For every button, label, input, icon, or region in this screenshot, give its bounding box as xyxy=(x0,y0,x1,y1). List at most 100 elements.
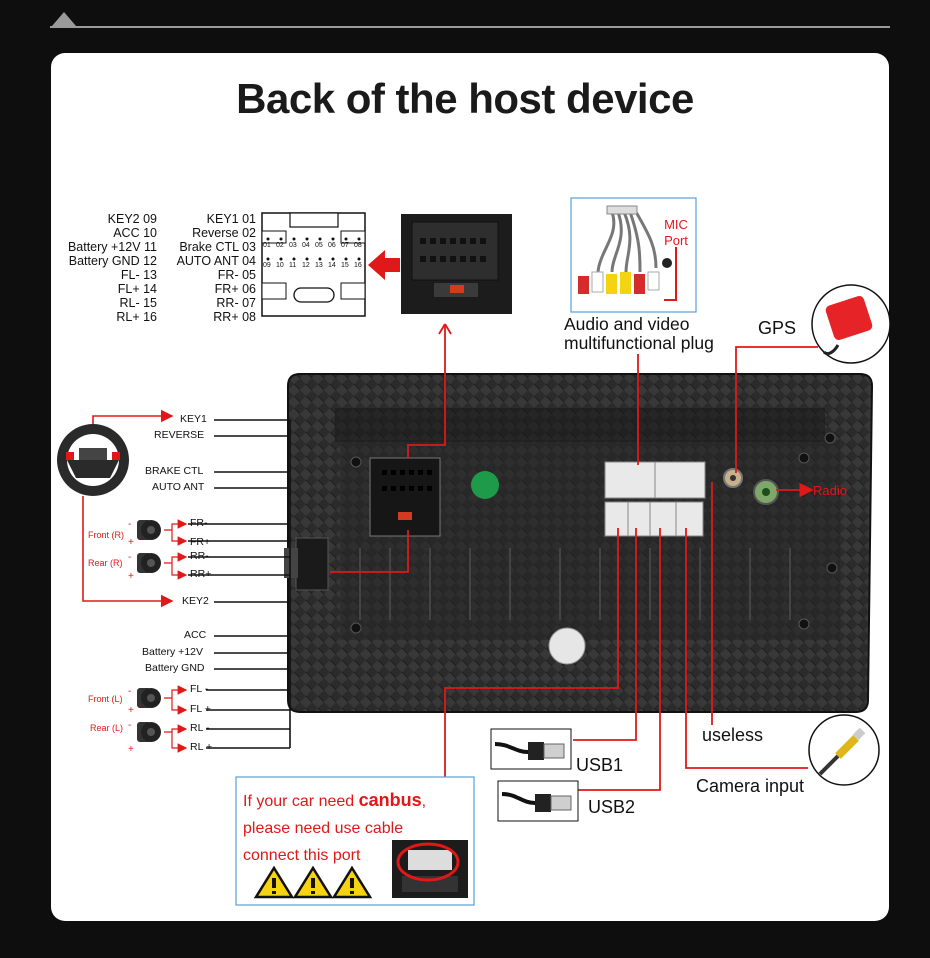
av-harness-photo xyxy=(570,197,697,313)
usb1-cable-photo xyxy=(490,728,572,770)
gps-antenna-photo xyxy=(811,284,891,364)
host-device-back-panel xyxy=(284,373,874,713)
pinout-left-item: KEY2 09 xyxy=(107,212,157,226)
canbus-line1: If your car need canbus, xyxy=(243,787,426,815)
camera-input-photo xyxy=(808,714,880,786)
camera-input-label: Camera input xyxy=(696,776,805,796)
pin-number: 08 xyxy=(354,242,362,249)
pinout-left-item: FL+ 14 xyxy=(117,282,157,296)
canbus-line3: connect this port xyxy=(243,847,361,864)
harness-battery: Battery +12V xyxy=(142,646,203,658)
warning-icon xyxy=(253,865,295,899)
steering-wheel-icon xyxy=(57,424,129,496)
pin-number: 15 xyxy=(341,262,349,269)
harness-fr-minus: FR- xyxy=(190,517,208,529)
svg-text:-: - xyxy=(128,686,131,697)
page-title: Back of the host device xyxy=(236,75,694,122)
connector-leader-lines xyxy=(330,323,818,791)
pinout-left-item: FL- 13 xyxy=(120,268,157,282)
pin-number: 02 xyxy=(276,242,284,249)
useless-label: useless xyxy=(702,725,764,745)
warning-icons xyxy=(253,865,373,899)
harness-key1: KEY1 xyxy=(180,413,207,425)
usb2-label: USB2 xyxy=(588,797,636,817)
pinout-left-item: Battery +12V 11 xyxy=(67,240,157,254)
svg-text:-: - xyxy=(128,519,131,530)
usb1-label: USB1 xyxy=(576,755,624,775)
pinout-right-item: RR- 07 xyxy=(216,296,256,310)
harness-key2: KEY2 xyxy=(182,595,209,607)
pinout-left-item: ACC 10 xyxy=(113,226,157,240)
pin-number: 03 xyxy=(289,242,297,249)
svg-text:+: + xyxy=(128,744,134,755)
pin-number: 13 xyxy=(315,262,323,269)
pinout-right-item: KEY1 01 xyxy=(206,212,256,226)
speaker-front-l-label: Front (L) xyxy=(88,694,123,704)
speaker-rear-l-label: Rear (L) xyxy=(90,723,124,733)
pinout-left-item: RL+ 16 xyxy=(116,310,157,324)
pinout-right-item: FR+ 06 xyxy=(214,282,256,296)
warning-icon xyxy=(292,865,334,899)
pin-number: 12 xyxy=(302,262,310,269)
connector-pinout-diagram xyxy=(261,212,366,317)
harness-rr-plus: RR+ xyxy=(190,568,212,580)
svg-text:+: + xyxy=(128,537,134,548)
harness-auto-ant: AUTO ANT xyxy=(152,481,205,493)
top-triangle-icon xyxy=(52,12,76,26)
pin-number: 11 xyxy=(289,262,297,269)
canbus-line1-prefix: If your car need xyxy=(243,793,359,810)
pinout-left-item: Battery GND 12 xyxy=(68,254,157,268)
pin-number: 16 xyxy=(354,262,362,269)
pin-number: 05 xyxy=(315,242,323,249)
harness-battery-gnd: Battery GND xyxy=(145,662,205,674)
gps-label: GPS xyxy=(758,318,797,338)
pinout-left-item: RL- 15 xyxy=(119,296,157,310)
speaker-icons: - + - + - + - + xyxy=(128,519,188,755)
pinout-right-item: AUTO ANT 04 xyxy=(176,254,256,268)
pinout-right-list: KEY1 01 Reverse 02 Brake CTL 03 AUTO ANT… xyxy=(160,212,256,324)
harness-brake: BRAKE CTL xyxy=(145,465,204,477)
steering-wheel-arrows xyxy=(82,409,174,608)
speaker-front-r-label: Front (R) xyxy=(88,530,124,540)
pinout-right-item: FR- 05 xyxy=(217,268,256,282)
pin-number: 04 xyxy=(302,242,310,249)
svg-text:+: + xyxy=(128,571,134,582)
pinout-arrow-icon xyxy=(368,250,400,280)
mic-label-line2: Port xyxy=(664,233,688,248)
harness-rl-plus: RL + xyxy=(190,741,213,753)
svg-text:+: + xyxy=(128,705,134,716)
pinout-right-item: RR+ 08 xyxy=(213,310,256,324)
pinout-right-item: Reverse 02 xyxy=(192,226,256,240)
harness-fr-plus: FR+ xyxy=(190,536,211,548)
harness-fl-minus: FL - xyxy=(190,683,209,695)
pin-number: 07 xyxy=(341,242,349,249)
connector-photo xyxy=(401,214,512,314)
radio-label: Radio xyxy=(813,483,847,498)
canbus-notice-text: If your car need canbus, please need use… xyxy=(243,787,426,869)
pin-number: 01 xyxy=(263,242,271,249)
harness-reverse: REVERSE xyxy=(154,429,205,441)
harness-rl-minus: RL - xyxy=(190,722,210,734)
top-divider xyxy=(50,26,890,28)
av-plug-label: Audio and video multifunctional plug xyxy=(564,314,714,353)
svg-text:-: - xyxy=(128,720,131,731)
pinout-left-list: KEY2 09 ACC 10 Battery +12V 11 Battery G… xyxy=(40,212,157,324)
svg-text:-: - xyxy=(128,552,131,563)
harness-rr-minus: RR- xyxy=(190,550,209,562)
pin-number: 09 xyxy=(263,262,271,269)
harness-wires xyxy=(188,419,291,749)
harness-fl-plus: FL + xyxy=(190,703,211,715)
pin-number: 10 xyxy=(276,262,284,269)
warning-icon xyxy=(331,865,373,899)
mic-label-line1: MIC xyxy=(664,217,688,232)
canbus-keyword: canbus xyxy=(358,790,422,810)
canbus-port-photo xyxy=(392,840,468,898)
speaker-rear-r-label: Rear (R) xyxy=(88,558,123,568)
harness-acc: ACC xyxy=(184,629,207,641)
pin-number: 14 xyxy=(328,262,336,269)
canbus-line1-suffix: , xyxy=(421,793,427,810)
usb2-cable-photo xyxy=(497,780,579,822)
pin-number: 06 xyxy=(328,242,336,249)
pinout-right-item: Brake CTL 03 xyxy=(179,240,256,254)
